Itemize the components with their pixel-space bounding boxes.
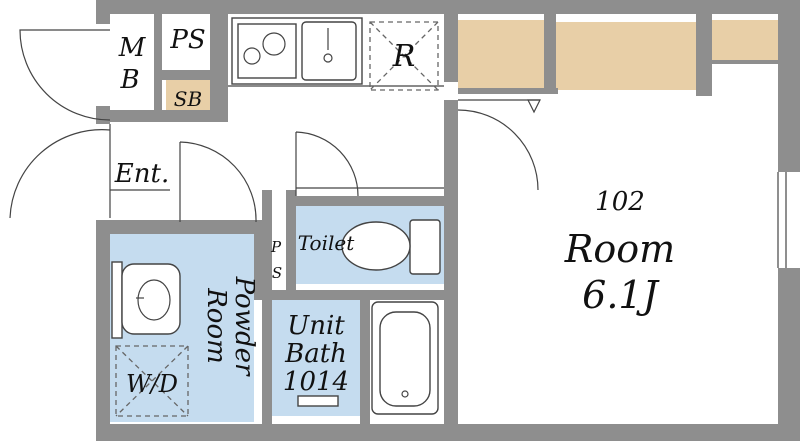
- toilet-label: Toilet: [298, 231, 355, 255]
- powder-room-label: Powder Room: [201, 276, 259, 377]
- refrigerator-space: [369, 21, 439, 91]
- room-number: 102: [595, 187, 645, 217]
- partitions: [110, 85, 787, 268]
- ps-label: PS: [169, 25, 205, 55]
- wash-basin: [111, 261, 181, 339]
- room-name: Room: [564, 227, 675, 271]
- ps-small-p-label: P: [270, 238, 282, 256]
- refrigerator-label: R: [392, 39, 416, 74]
- unit-bath-label-line1: Unit: [287, 311, 345, 341]
- entrance-label: Ent.: [114, 159, 169, 189]
- washer-space: [115, 345, 189, 417]
- closet-left: [458, 20, 544, 90]
- kitchen-counter: [231, 17, 363, 85]
- toilet-fixture: [341, 219, 441, 275]
- powder-room-label-line1: Powder: [229, 276, 259, 377]
- closet-mid: [556, 22, 696, 90]
- entrance-door[interactable]: [19, 29, 111, 121]
- mb-label-b: B: [119, 65, 139, 95]
- front-door[interactable]: [9, 124, 111, 219]
- bath-vanity: [297, 395, 339, 407]
- powder-room-door[interactable]: [179, 141, 257, 223]
- bathtub: [371, 301, 439, 415]
- ps-small-s-label: S: [272, 264, 282, 282]
- room-door[interactable]: [457, 99, 541, 191]
- walls: [96, 0, 800, 441]
- unit-bath-label-line2: Bath: [284, 339, 347, 369]
- sb-label: SB: [174, 87, 202, 111]
- closet-right: [712, 20, 778, 60]
- mb-label-m: M: [118, 33, 147, 63]
- toilet-door[interactable]: [295, 131, 359, 197]
- room-size: 6.1J: [582, 273, 659, 317]
- washer-label: W/D: [126, 370, 178, 398]
- unit-bath-label-line3: 1014: [283, 367, 349, 397]
- powder-room-label-line2: Room: [201, 287, 231, 364]
